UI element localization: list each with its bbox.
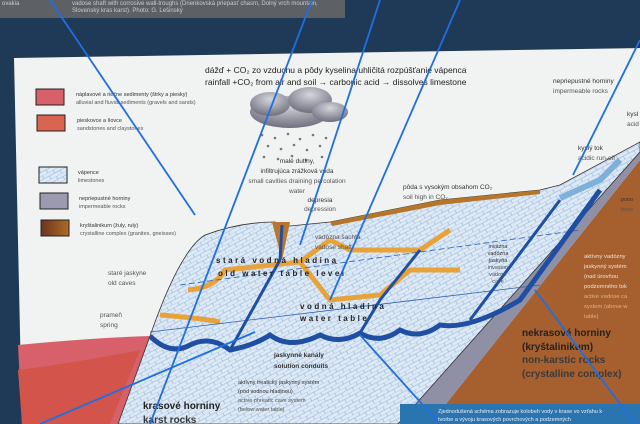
spring-sk: prameň xyxy=(100,312,122,319)
invasion-label: invázna xyxy=(489,244,509,250)
runoff-label-sk: kyslý tok xyxy=(578,145,604,152)
cavities-label-en2: water xyxy=(288,188,306,195)
legend-label-sk: nepriepustné horniny xyxy=(79,196,131,202)
vadose-active-label: aktívny vadózny xyxy=(584,254,626,260)
vadose-shafts xyxy=(228,199,562,351)
photo-caption-panel xyxy=(0,0,345,18)
invasion-label: invasion xyxy=(488,265,508,271)
old-water-table-sk: stará vodná hladina xyxy=(216,256,339,265)
legend-label-sk: vápence xyxy=(78,170,99,176)
process-text-en: rainfall +CO₂ from air and soil → carbon… xyxy=(205,77,467,87)
pointer-strings xyxy=(39,0,640,424)
legend-label-sk: kryštalinikum (žuly, ruly) xyxy=(80,223,138,229)
cavities-label-sk1: malé dutiny, xyxy=(280,158,315,165)
legend-swatch-crystalline xyxy=(40,219,70,237)
vadose-active-label: jaskynný systém xyxy=(583,264,627,270)
vadose-active-label: table) xyxy=(584,314,599,320)
old-water-table-en: old water table level xyxy=(218,269,347,278)
vadose-active-label: active vadose ca xyxy=(584,294,628,300)
legend-swatch-limestone xyxy=(38,166,68,184)
rain-cloud-icon xyxy=(250,87,348,128)
nonkarst-label: (kryštalinikum) xyxy=(522,342,593,353)
acid-partial-sk: kysl xyxy=(627,111,639,118)
shaft-label-sk: vadózna šachta xyxy=(315,234,361,241)
invasion-label: cave xyxy=(492,279,504,285)
vadose-active-label: (nad úrovňou xyxy=(584,274,618,280)
legend-label-en: limestones xyxy=(78,178,105,184)
invasion-label: vadózna xyxy=(488,251,510,257)
legend-swatch-impermeable xyxy=(39,192,69,210)
caption-side: ovakia xyxy=(2,1,20,7)
cavities-label-en1: small cavities draining percolation xyxy=(248,178,346,185)
phreatic-label: (below water table) xyxy=(238,407,285,413)
runoff-label-en: acidic run-off xyxy=(578,155,615,162)
legend-label-en: crystalline complex (granites, gneisses) xyxy=(80,231,176,237)
ponor-en: pono xyxy=(621,207,633,213)
old-caves-en: old caves xyxy=(108,280,136,287)
legend-label-sk: pieskovce a ílovce xyxy=(77,118,122,124)
old-water-table-line xyxy=(179,229,581,286)
footer-line-2: tvorbe a vývoju krasových povrchových a … xyxy=(438,417,571,423)
conduits-en: solution conduits xyxy=(274,363,329,370)
nonkarst-label: (crystalline complex) xyxy=(522,369,621,380)
caption-line-1: vadose shaft with corrosive wall-troughs… xyxy=(72,1,318,7)
water-table-en: water table xyxy=(299,314,369,323)
impermeable-label-en: impermeable rocks xyxy=(553,88,609,95)
phreatic-label: active phreatic cave system xyxy=(238,398,306,404)
old-caves-sk: staré jaskyne xyxy=(108,270,147,277)
soil-label-sk: pôda s vysokým obsahom CO₂ xyxy=(403,184,493,191)
legend: náplavové a riečne sedimenty (štrky a pi… xyxy=(35,88,196,237)
karst-rocks-en: karst rocks xyxy=(143,415,197,424)
depression-label-sk: depresia xyxy=(308,197,333,204)
phreatic-label: aktívny freatický jaskynný systém xyxy=(238,380,320,386)
water-table-line xyxy=(149,284,541,333)
legend-label-en: sandstones and claystones xyxy=(77,126,144,132)
ponor-stream xyxy=(558,157,623,201)
legend-swatch-sandstone xyxy=(36,114,66,132)
cavities-label-sk2: infiltrujúca zrážková voda xyxy=(261,168,334,175)
legend-label-sk: náplavové a riečne sedimenty (štrky a pi… xyxy=(76,92,187,98)
spring-en: spring xyxy=(100,322,118,329)
footer-band xyxy=(400,404,640,424)
conduits-sk: jaskynné kanály xyxy=(273,352,324,359)
ponor-sk: pono xyxy=(621,197,633,203)
limestone-body xyxy=(117,141,640,424)
footer-line-1: Zjednodušená schéma zobrazuje kolobeh vo… xyxy=(438,409,602,415)
invasion-label: vadose xyxy=(489,272,507,278)
caption-line-2: Slovenský kras karst). Photo: G. Lešinsk… xyxy=(72,8,183,14)
old-caves xyxy=(159,227,460,325)
shaft-label-en: vadose shaft xyxy=(315,244,352,251)
water-table-sk: vodná hladina xyxy=(300,302,386,311)
rain-drops-icon xyxy=(260,132,328,162)
phreatic-label: (pod vodnou hladinou) xyxy=(238,389,293,395)
nonkarst-label: non-karstic rocks xyxy=(522,355,606,366)
vadose-active-label: system (above w xyxy=(584,304,628,310)
legend-swatch-alluvial xyxy=(35,88,65,106)
sandstones xyxy=(18,350,140,424)
karst-rocks-sk: krasové horniny xyxy=(143,401,221,412)
depression-label-en: depression xyxy=(304,206,336,213)
acid-partial-en: acid xyxy=(627,121,639,128)
legend-label-en: impermeable rocks xyxy=(79,204,126,210)
impermeable-label-sk: nepriepustné horniny xyxy=(553,78,614,85)
soil-layer xyxy=(330,190,540,226)
soil-label-en: soil high in CO₂ xyxy=(403,194,448,201)
legend-label-en: alluvial and fluvial sediments (gravels … xyxy=(76,100,196,106)
vadose-active-label: podzemného tok xyxy=(584,284,627,290)
solution-conduits xyxy=(148,188,603,353)
invasion-label: jaskyňa xyxy=(488,258,509,264)
process-text-sk: dážď + CO₂ zo vzduchu a pôdy kyselina uh… xyxy=(205,65,467,75)
